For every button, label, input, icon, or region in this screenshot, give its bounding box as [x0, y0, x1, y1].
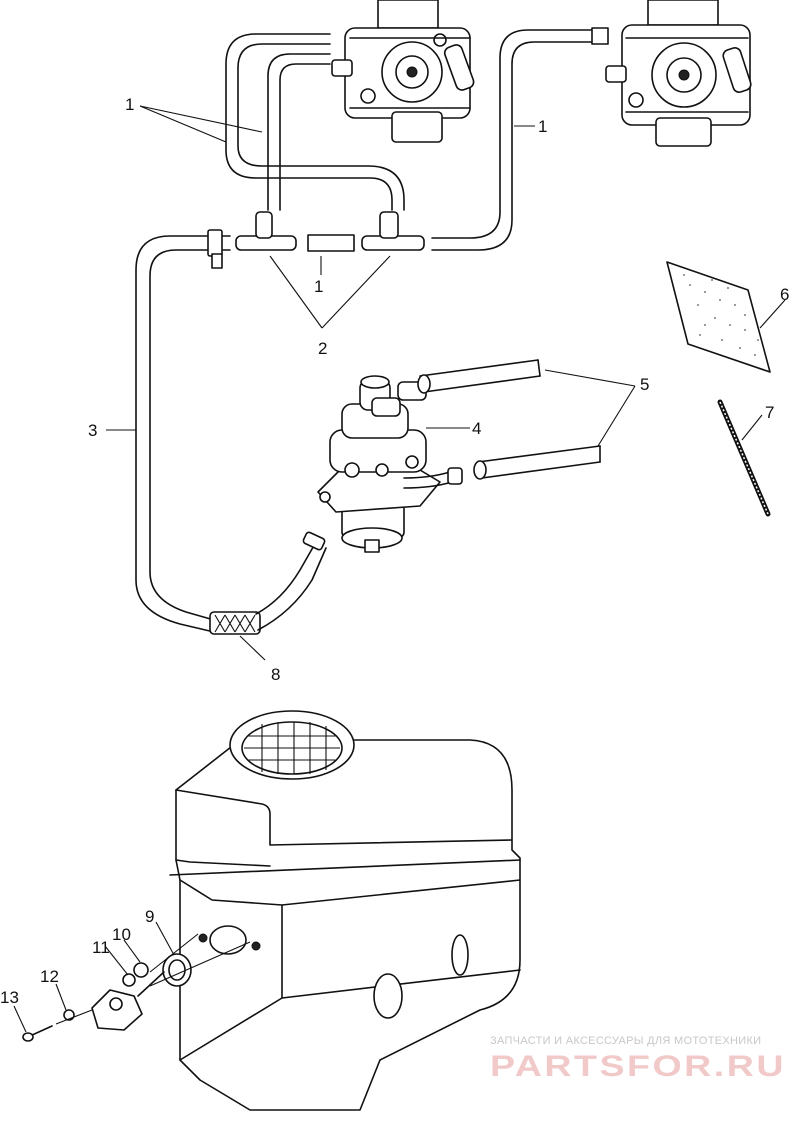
- callout-4: 4: [472, 419, 481, 438]
- carburetor-right: [605, 0, 752, 147]
- callout-5: 5: [640, 375, 649, 394]
- callout-8: 8: [271, 665, 280, 684]
- hose-clamp: [209, 611, 261, 635]
- callout-3: 3: [88, 421, 97, 440]
- hose-connector: [307, 234, 355, 252]
- tee-fitting-right: [361, 211, 425, 251]
- pulse-hose-upper: [417, 359, 541, 394]
- callout-12: 12: [40, 967, 59, 986]
- callout-1-top-left: 1: [125, 95, 134, 114]
- watermark-tagline: ЗАПЧАСТИ И АКСЕССУАРЫ ДЛЯ МОТОТЕХНИКИ: [490, 1035, 761, 1047]
- vent-hose-left-outer: [225, 33, 405, 211]
- sensor-nut: [133, 962, 149, 978]
- callout-1-connector: 1: [314, 277, 323, 296]
- sensor-screw: [22, 1025, 53, 1042]
- callout-7: 7: [765, 403, 774, 422]
- sensor-gasket: [162, 953, 192, 987]
- callout-10: 10: [112, 925, 131, 944]
- callout-2: 2: [318, 339, 327, 358]
- tie-strap: [717, 399, 771, 517]
- tank: [169, 710, 521, 1111]
- sensor-washer: [122, 973, 136, 987]
- fuel-hose-main: [135, 229, 231, 633]
- callout-6: 6: [780, 285, 789, 304]
- vent-hose-left-inner: [267, 53, 331, 211]
- callout-9: 9: [145, 907, 154, 926]
- fuel-hose-pump-inlet: [255, 531, 327, 631]
- vent-hose-right: [431, 27, 609, 251]
- watermark-logo: PARTSFOR.RU: [490, 1050, 786, 1083]
- level-sensor: [91, 971, 165, 1031]
- callout-13: 13: [0, 988, 19, 1007]
- leader-lines: [13, 105, 786, 1033]
- tee-fitting-left: [235, 211, 297, 251]
- callout-1-top-right: 1: [538, 117, 547, 136]
- callout-11: 11: [92, 938, 110, 957]
- fuel-pump: [317, 375, 463, 553]
- carburetor-left: [331, 0, 475, 143]
- pulse-hose-lower: [473, 445, 601, 480]
- filter-pad: [666, 261, 771, 373]
